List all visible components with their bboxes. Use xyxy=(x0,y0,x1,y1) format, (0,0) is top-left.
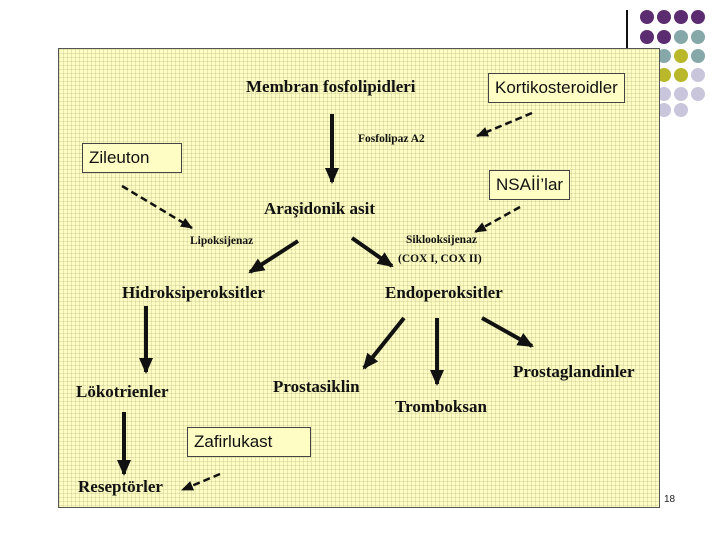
node-tromboksan: Tromboksan xyxy=(395,397,487,416)
dashed-arrow-zafirlukast xyxy=(181,472,221,492)
node-reseptorler: Reseptörler xyxy=(78,477,163,496)
decorative-dot xyxy=(657,49,671,63)
decorative-dot xyxy=(674,103,688,117)
arrow-arasidonik-to-endoperoksitler xyxy=(350,236,394,268)
inhibitor-box-kortikosteroidler: Kortikosteroidler xyxy=(488,73,625,103)
decorative-dot xyxy=(657,30,671,44)
arrow-arasidonik-to-hidroksi xyxy=(248,239,300,274)
node-endoperoksitler: Endoperoksitler xyxy=(385,283,503,302)
decorative-dot xyxy=(640,10,654,24)
decorative-vertical-line xyxy=(626,10,628,70)
decorative-dot xyxy=(691,49,705,63)
enzyme-fosfolipaz-a2: Fosfolipaz A2 xyxy=(358,133,425,145)
enzyme-cox-isoforms: (COX I, COX II) xyxy=(398,253,482,265)
page-number: 18 xyxy=(664,494,676,505)
decorative-dot xyxy=(657,68,671,82)
decorative-dot xyxy=(691,10,705,24)
inhibitor-box-nsaid: NSAİİ’lar xyxy=(489,170,571,200)
node-lokotrienler: Lökotrienler xyxy=(76,382,169,401)
node-hidroksiperoksitler: Hidroksiperoksitler xyxy=(122,283,265,302)
decorative-dot xyxy=(674,30,688,44)
decorative-dot-grid xyxy=(640,10,705,117)
dashed-arrow-nsaid xyxy=(474,205,521,234)
decorative-dot xyxy=(640,30,654,44)
arrow-endoperoksitler-to-prostaglandinler xyxy=(481,316,534,348)
decorative-dot xyxy=(691,30,705,44)
node-prostaglandinler: Prostaglandinler xyxy=(513,362,635,381)
diagram-panel xyxy=(58,48,660,508)
decorative-dot xyxy=(674,68,688,82)
decorative-dot xyxy=(657,10,671,24)
inhibitor-box-zafirlukast: Zafirlukast xyxy=(187,427,311,457)
decorative-dot xyxy=(674,87,688,101)
decorative-dot xyxy=(657,103,671,117)
dashed-arrow-kortikosteroidler xyxy=(476,111,533,138)
node-membran-fosfolipidleri: Membran fosfolipidleri xyxy=(246,77,416,96)
decorative-dot xyxy=(657,87,671,101)
enzyme-lipoksijenaz: Lipoksijenaz xyxy=(190,235,254,247)
decorative-dot xyxy=(674,10,688,24)
arrow-endoperoksitler-to-prostasiklin xyxy=(362,316,406,370)
decorative-dot xyxy=(691,87,705,101)
dashed-arrow-zileuton xyxy=(121,184,193,230)
inhibitor-box-zileuton: Zileuton xyxy=(82,143,182,173)
decorative-dot xyxy=(691,68,705,82)
enzyme-siklooksijenaz: Siklooksijenaz xyxy=(406,234,477,246)
node-prostasiklin: Prostasiklin xyxy=(273,377,360,396)
node-arasidonik-asit: Araşidonik asit xyxy=(264,199,375,218)
decorative-dot xyxy=(674,49,688,63)
